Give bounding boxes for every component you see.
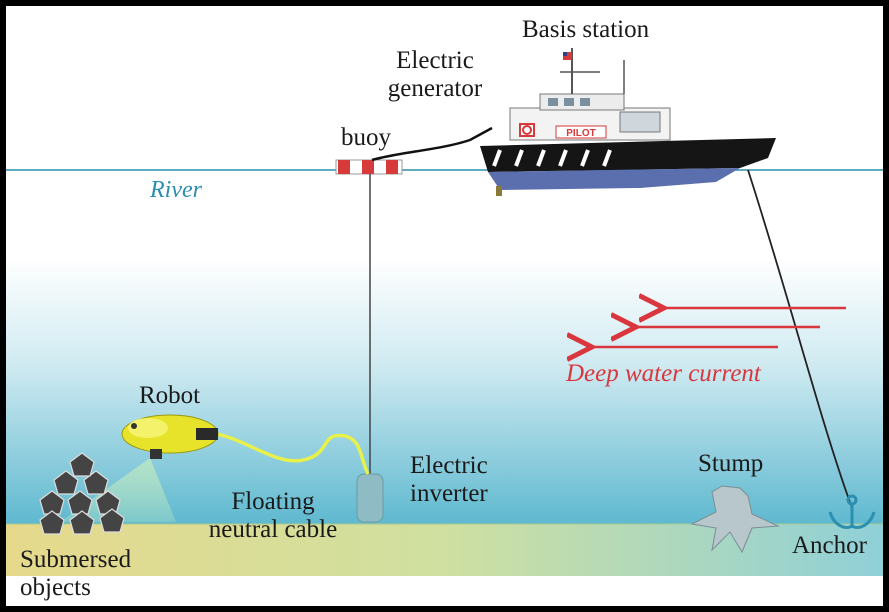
label-electric-inverter-line2: inverter [410, 480, 488, 507]
label-submersed-line1: Submersed [20, 546, 132, 573]
label-electric-generator: Electric generator [380, 47, 490, 103]
inverter-icon [356, 473, 384, 523]
label-floating-cable-line2: neutral cable [208, 516, 338, 543]
submersed-objects-icon [39, 452, 125, 535]
label-submersed-objects: Submersed objects [20, 546, 131, 602]
label-deep-water-current: Deep water current [566, 360, 761, 387]
anchor-icon [828, 494, 876, 529]
floating-cable [215, 432, 370, 475]
boat-pilot-text: PILOT [566, 128, 595, 139]
label-electric-generator-line1: Electric [396, 47, 474, 74]
seabed [6, 524, 883, 576]
label-floating-cable-line1: Floating [231, 488, 315, 515]
anchor-chain [747, 169, 853, 509]
label-buoy: buoy [341, 124, 391, 151]
label-electric-generator-line2: generator [387, 75, 483, 102]
robot-icon [121, 414, 219, 459]
label-electric-inverter: Electric inverter [410, 452, 488, 508]
label-river: River [150, 177, 202, 203]
label-floating-cable: Floating neutral cable [198, 488, 348, 544]
label-submersed-line2: objects [20, 574, 91, 601]
label-basis-station: Basis station [522, 16, 650, 43]
boat-icon: PILOT [480, 48, 776, 196]
generator-cable [371, 126, 493, 162]
label-electric-inverter-line1: Electric [410, 452, 488, 479]
label-anchor: Anchor [792, 532, 867, 559]
label-stump: Stump [698, 450, 764, 477]
buoy-icon [335, 159, 403, 175]
stump-icon [690, 485, 780, 554]
label-robot: Robot [139, 382, 201, 409]
